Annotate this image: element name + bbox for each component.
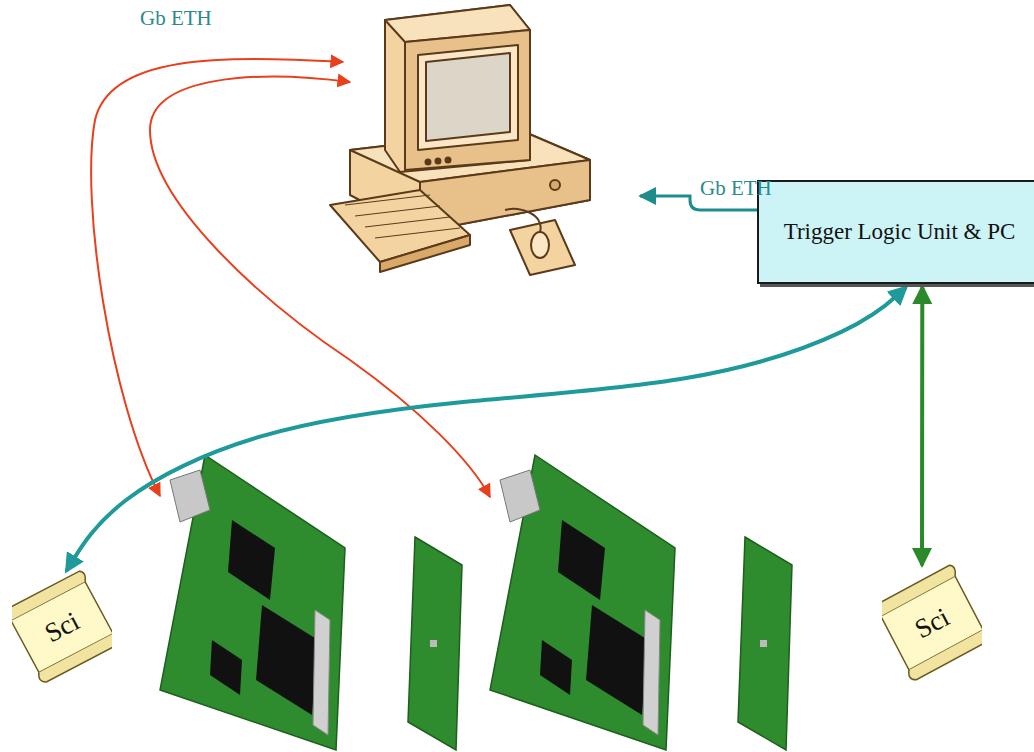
- sensor-plane: [738, 537, 792, 750]
- node-label: Trigger Logic Unit & PC: [784, 218, 1016, 247]
- link-label: Gb ETH: [140, 6, 212, 31]
- readout-board: [490, 455, 675, 750]
- ethernet-cable: [91, 59, 343, 496]
- signal-connector: [67, 288, 905, 570]
- link-label: Gb ETH: [700, 176, 772, 201]
- scintillator: Sci: [882, 562, 982, 684]
- signal-connector: [920, 288, 924, 564]
- ethernet-cable: [150, 77, 490, 497]
- sensor-plane: [408, 537, 462, 750]
- readout-board: [160, 455, 345, 750]
- scintillator: Sci: [12, 568, 112, 686]
- computer-illustration: [330, 5, 590, 275]
- trigger-unit-box: Trigger Logic Unit & PC: [757, 180, 1034, 284]
